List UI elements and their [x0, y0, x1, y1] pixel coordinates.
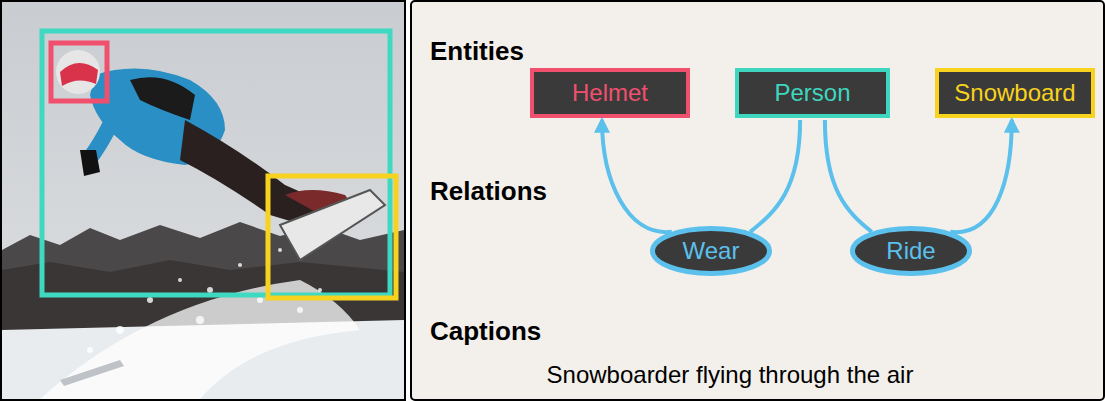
node-label: Wear [683, 239, 740, 263]
entity-box: Person [735, 68, 890, 118]
node-label: Person [774, 81, 850, 105]
helmet [56, 50, 100, 94]
graph-panel [411, 1, 1104, 400]
entity-box: Snowboard [935, 68, 1095, 118]
entity-box: Helmet [530, 68, 690, 118]
relation-connector [602, 120, 672, 232]
rail [60, 360, 124, 386]
photo-frame [1, 1, 405, 400]
relation-ellipse: Wear [650, 226, 772, 276]
glove [80, 150, 100, 176]
section-heading: Entities [430, 36, 524, 67]
relation-connector [750, 120, 800, 232]
node-label: Snowboard [954, 81, 1075, 105]
relation-connector [950, 120, 1012, 232]
section-heading: Relations [430, 176, 547, 207]
node-label: Helmet [572, 81, 648, 105]
snowboard-bbox [268, 176, 396, 298]
goggles [60, 63, 98, 86]
vest [130, 77, 195, 120]
helmet-bbox [51, 43, 107, 101]
caption-text: Snowboarder flying through the air [547, 361, 914, 389]
section-heading: Captions [430, 316, 541, 347]
person-bbox [42, 31, 390, 295]
photo-sky [2, 2, 404, 399]
node-label: Ride [886, 239, 935, 263]
relation-ellipse: Ride [850, 226, 972, 276]
relation-connector [825, 120, 872, 232]
snowboard [280, 190, 385, 260]
